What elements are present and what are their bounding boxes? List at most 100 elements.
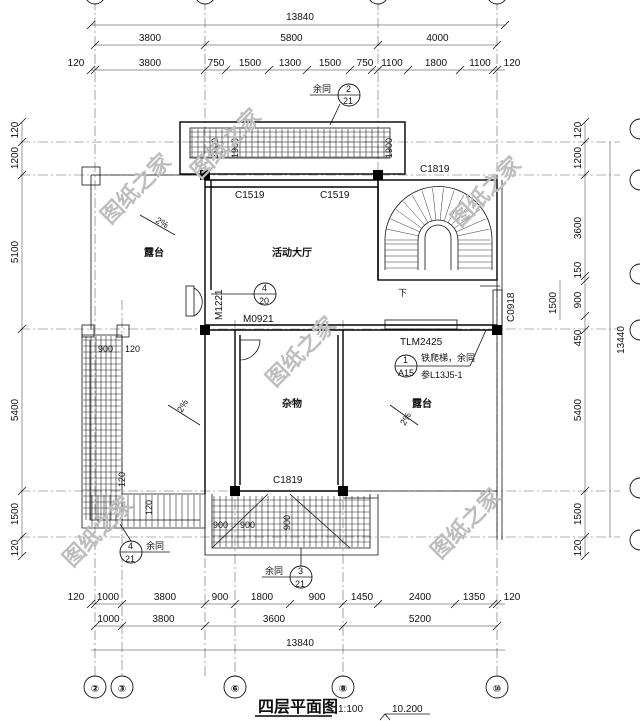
window-c1819-bottom: C1819: [273, 475, 303, 486]
detail-bottom-sheet: 21: [295, 579, 305, 589]
top-axis-bubbles: [86, 0, 506, 5]
dim-top-row2-2: 4000: [426, 33, 449, 44]
dim-left-0: 120: [10, 121, 21, 138]
detail-railing-sheet: A15: [398, 368, 414, 378]
dim-inline-1900c: 1900: [384, 138, 394, 158]
detail-top-num: 2: [346, 84, 351, 94]
dim-bottom-row1-7: 2400: [409, 592, 432, 603]
dim-right-7: 1500: [573, 502, 584, 525]
dim-inline-120b: 120: [117, 472, 127, 487]
drawing-scale: 1:100: [338, 704, 363, 715]
detail-left-sheet: 21: [125, 554, 135, 564]
detail-callout-hall: 4 20: [211, 282, 277, 306]
detail-left-note: 余同: [146, 540, 164, 551]
dim-inline-900: 900: [98, 344, 113, 354]
window-c1519-b: C1519: [320, 190, 350, 201]
dim-top-row3-8: 1800: [425, 58, 448, 69]
dim-right-4: 900: [573, 291, 584, 308]
detail-hall-sheet: 20: [259, 296, 269, 306]
dim-inline-900c: 900: [282, 515, 292, 530]
dim-right-6: 5400: [573, 398, 584, 421]
dim-bottom-row1-8: 1350: [463, 592, 486, 603]
dim-bottom-row1-4: 1800: [251, 592, 274, 603]
dim-top-row3-0: 120: [68, 58, 85, 69]
detail-railing-num: 1: [403, 355, 408, 365]
dim-left-1: 1200: [10, 146, 21, 169]
axis-bubble-6: ⑥: [231, 684, 239, 695]
stair-down-label: 下: [398, 288, 407, 298]
right-axis-bubbles: [629, 118, 640, 551]
dim-bottom-row1-5: 900: [309, 592, 326, 603]
dim-bottom-row2-2: 3600: [263, 614, 286, 625]
dim-left-3: 5400: [10, 398, 21, 421]
window-c1519-a: C1519: [235, 190, 265, 201]
slope-1: 2%: [154, 215, 170, 230]
dim-inline-1900b: 1900: [230, 138, 240, 158]
dim-right-2: 3600: [573, 216, 584, 239]
dim-bottom-row1-0: 120: [68, 592, 85, 603]
dim-top-row2-1: 5800: [280, 33, 303, 44]
dim-top-row3-10: 120: [504, 58, 521, 69]
door-m0921: M0921: [243, 314, 274, 325]
roof-tile-bottom: [204, 493, 379, 556]
watermark-6: 图纸之家: [426, 483, 507, 564]
dim-right-inner-1500: 1500: [548, 291, 559, 314]
dim-left-4: 1500: [10, 502, 21, 525]
dim-right-3: 150: [573, 261, 584, 278]
detail-left-num: 4: [128, 541, 133, 551]
drawing-title-block: 四层平面图 1:100 10.200: [255, 698, 430, 721]
dim-inline-1900a: 1900: [210, 138, 220, 158]
doors: [185, 285, 261, 361]
watermark-1: 图纸之家: [96, 148, 177, 229]
dim-left-5: 120: [10, 539, 21, 556]
dim-top-row3-5: 1500: [319, 58, 342, 69]
dim-bottom-row1-3: 900: [212, 592, 229, 603]
axis-bubble-2: ②: [91, 684, 99, 695]
dim-bottom-row1-1: 1000: [97, 592, 120, 603]
door-tlm2425: TLM2425: [400, 337, 443, 348]
detail-bottom-num: 3: [298, 566, 303, 576]
room-labels: 露台 活动大厅 杂物 露台: [144, 246, 432, 410]
room-terrace-left: 露台: [144, 246, 164, 259]
window-c1819-top: C1819: [420, 164, 450, 175]
dim-bottom-row1-9: 120: [504, 592, 521, 603]
window-c0918: C0918: [506, 292, 517, 322]
drainage-slopes: 2% 2% 2%: [139, 214, 419, 427]
structural-columns: [200, 170, 502, 496]
detail-top-sheet: 21: [343, 96, 353, 106]
dim-bottom-row1-6: 1450: [351, 592, 374, 603]
dim-top-row3-7: 1100: [381, 58, 403, 69]
dim-inline-120: 120: [125, 344, 140, 354]
spiral-stair: 下: [384, 186, 493, 298]
room-terrace-right: 露台: [412, 397, 432, 410]
dim-right-5: 450: [573, 329, 584, 346]
axis-bubble-10: ⑩: [493, 684, 501, 695]
dim-right-overall: 13440: [616, 326, 627, 354]
drawing-elevation: 10.200: [392, 704, 423, 715]
slope-3: 2%: [398, 411, 413, 427]
roof-tile-left: [81, 324, 206, 529]
watermark-4: 图纸之家: [446, 151, 527, 232]
dim-inline-900b: 900: [240, 520, 255, 530]
dim-top-overall: 13840: [286, 12, 314, 23]
door-m1221: M1221: [214, 289, 225, 320]
detail-railing-note1: 铁爬梯，余同: [421, 352, 475, 363]
dim-top-row3-6: 750: [357, 58, 374, 69]
dim-top-row3-3: 1500: [239, 58, 262, 69]
dim-top-row3-2: 750: [208, 58, 225, 69]
room-storage: 杂物: [282, 397, 302, 410]
detail-callout-left: 4 21 余同: [119, 523, 170, 564]
dim-bottom-row2-0: 1000: [97, 614, 120, 625]
dim-inline-900a: 900: [213, 520, 228, 530]
detail-hall-num: 4: [262, 283, 267, 293]
